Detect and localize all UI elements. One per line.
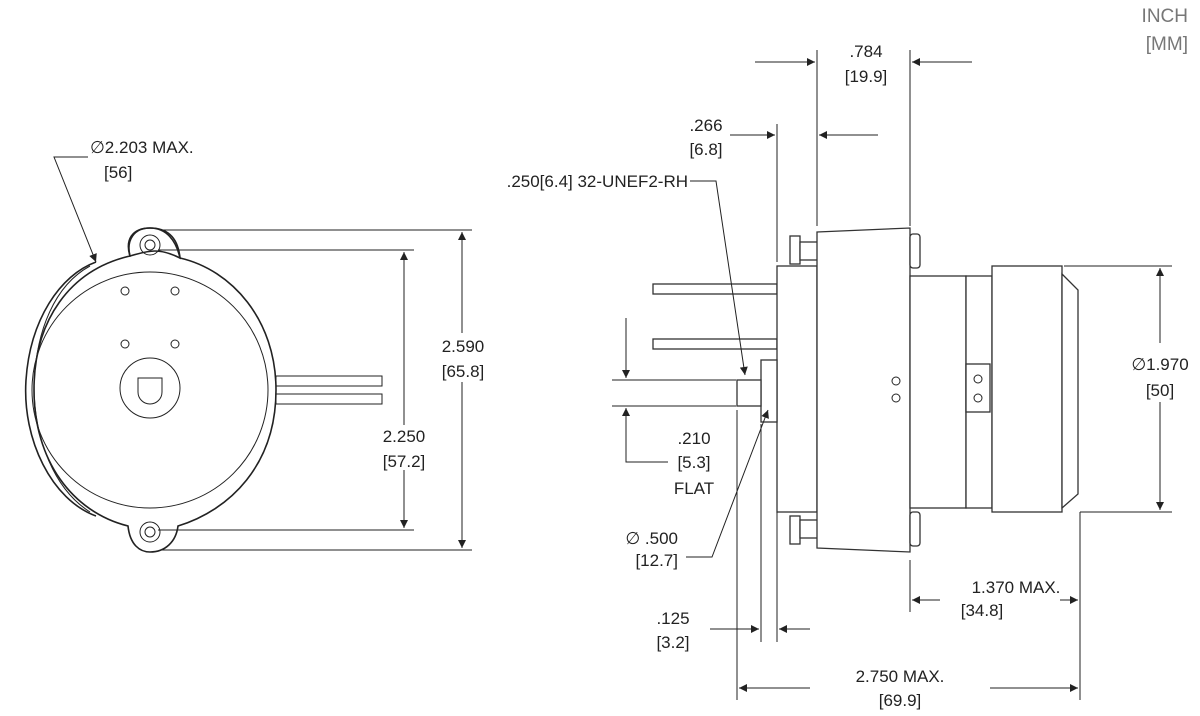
side-view-flange <box>816 227 911 553</box>
mounting-plate <box>776 265 818 513</box>
front-view-lead <box>275 393 383 405</box>
shaft-length-mm: [3.2] <box>656 633 689 652</box>
side-view <box>652 227 1079 553</box>
front-view-lead <box>275 375 383 387</box>
output-shaft <box>736 379 762 407</box>
side-connector <box>965 363 991 413</box>
hole-spacing-mm: [57.2] <box>383 452 426 471</box>
flange-depth-mm: [19.9] <box>845 67 888 86</box>
face-hole <box>170 339 180 349</box>
can-length-mm: [34.8] <box>961 601 1004 620</box>
can-length-inch: 1.370 MAX. <box>972 578 1061 597</box>
flat-note: FLAT <box>674 479 714 498</box>
face-hole <box>120 339 130 349</box>
can-diameter-mm: [50] <box>1146 381 1174 400</box>
units-mm-label: [MM] <box>1146 34 1188 55</box>
pilot-depth-inch: .266 <box>689 116 722 135</box>
shaft-diameter-inch: ∅ .500 <box>625 529 678 548</box>
front-view-body <box>127 227 181 260</box>
units-inch-label: INCH <box>1142 6 1188 27</box>
motor-cap <box>991 265 1063 513</box>
overall-length-mm: [69.9] <box>879 691 922 710</box>
shaft-diameter-mm: [12.7] <box>635 551 678 570</box>
side-view-dimensions: .784 [19.9] .266 [6.8] .250[6.4] 32-UNEF… <box>507 42 1189 710</box>
face-hole <box>120 286 130 296</box>
front-view <box>24 227 383 553</box>
front-view-face <box>31 271 269 509</box>
body-diameter-mm: [56] <box>104 163 132 182</box>
flat-mm: [5.3] <box>677 453 710 472</box>
flange-depth-inch: .784 <box>849 42 882 61</box>
face-hole <box>170 286 180 296</box>
mounting-stud <box>789 235 801 265</box>
hole-spacing-inch: 2.250 <box>383 427 426 446</box>
body-diameter-inch: ∅2.203 MAX. <box>90 138 194 157</box>
can-diameter-inch: ∅1.970 <box>1131 355 1188 374</box>
bottom-mount-hole <box>139 521 161 543</box>
pilot-boss <box>760 359 778 423</box>
front-view-outer-outline <box>33 227 277 553</box>
top-mount-hole <box>139 234 161 256</box>
front-view-rim <box>24 261 97 517</box>
mount-height-inch: 2.590 <box>442 337 485 356</box>
bolt-head <box>909 511 921 547</box>
front-view-shaft-flat <box>137 377 163 405</box>
front-view-dimensions: ∅2.203 MAX. [56] 2.590 [65.8] 2.250 [57.… <box>53 138 485 551</box>
thread-spec: .250[6.4] 32-UNEF2-RH <box>507 172 688 191</box>
shaft-length-inch: .125 <box>656 609 689 628</box>
bolt-head <box>909 233 921 269</box>
pilot-depth-mm: [6.8] <box>689 140 722 159</box>
front-view-shaft-boss <box>119 357 181 419</box>
overall-length-inch: 2.750 MAX. <box>856 667 945 686</box>
flat-inch: .210 <box>677 429 710 448</box>
side-view-lead <box>652 338 778 350</box>
motor-can <box>909 275 967 509</box>
side-view-lead <box>652 283 778 295</box>
mounting-stud <box>789 515 801 545</box>
mount-height-mm: [65.8] <box>442 362 485 381</box>
